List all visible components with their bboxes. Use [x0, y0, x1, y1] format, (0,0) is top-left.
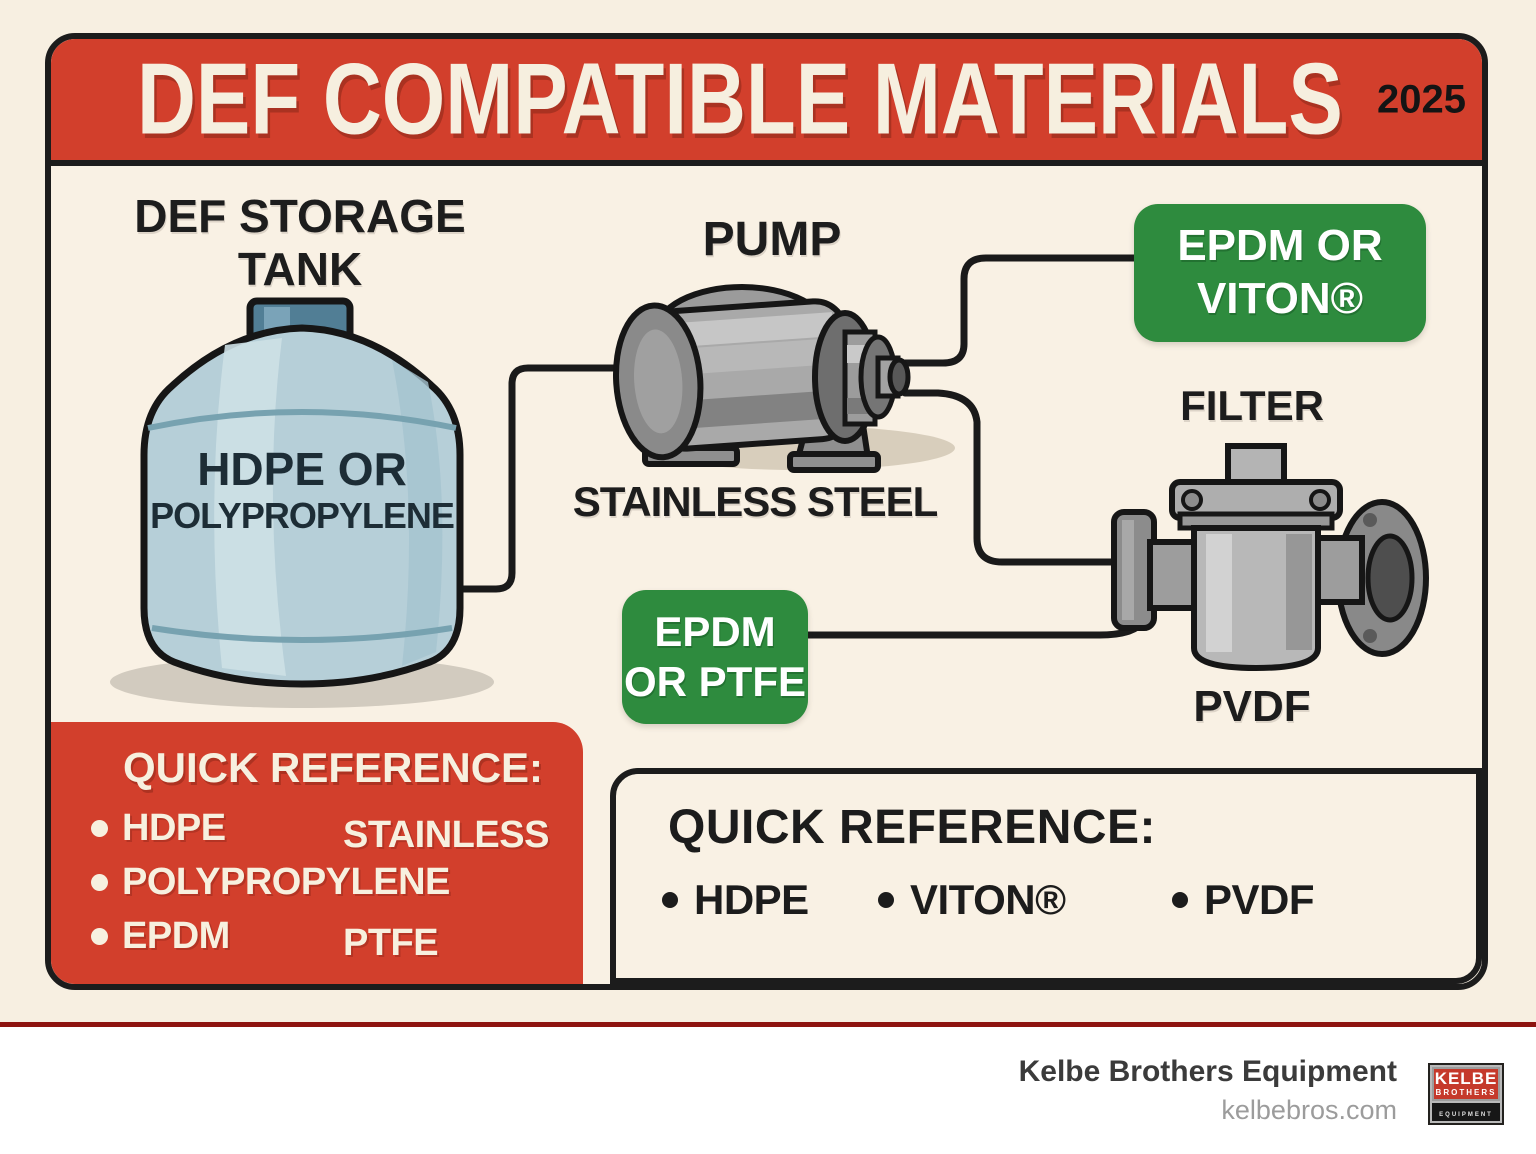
brand-logo-line1: KELBE [1434, 1069, 1498, 1088]
filter-material-label: PVDF [1193, 682, 1311, 731]
material-name: PVDF [1204, 876, 1315, 923]
material-name: HDPE [694, 876, 809, 923]
brand-logo-line3: EQUIPMENT [1439, 1112, 1493, 1119]
material-name: EPDM [122, 914, 230, 957]
material-name: VITON® [910, 876, 1066, 923]
list-item: EPDM [91, 914, 230, 958]
brand-logo: KELBE BROTHERS EQUIPMENT [1428, 1063, 1504, 1126]
material-badge-filter-seals: EPDM OR PTFE [622, 590, 808, 724]
tank-material-line1: HDPE OR [197, 443, 407, 495]
list-item: VITON® [878, 876, 1066, 923]
pump-material-label: STAINLESS STEEL [572, 478, 939, 525]
year-badge: 2025 [1377, 77, 1466, 121]
filter-heading: FILTER [1180, 382, 1324, 429]
footer: Kelbe Brothers Equipment kelbebros.com K… [0, 1022, 1536, 1154]
tank-heading: DEF STORAGE TANK [134, 190, 466, 295]
tank-material-line2: POLYPROPYLENE [150, 494, 455, 536]
material-name: HDPE [122, 806, 226, 849]
bullet-dot-icon [662, 892, 678, 908]
badge-line1: EPDM OR [1177, 221, 1383, 271]
bullet-dot-icon [91, 873, 108, 891]
badge-line2: VITON® [1196, 274, 1364, 323]
badge-line1: EPDM [654, 607, 776, 655]
quick-reference-left-title: QUICK REFERENCE: [123, 744, 544, 791]
bullet-dot-icon [91, 819, 108, 837]
brand-logo-red-panel: KELBE BROTHERS [1432, 1067, 1500, 1102]
quick-reference-bottom-title: QUICK REFERENCE: [668, 801, 1157, 854]
brand-logo-black-bar: EQUIPMENT [1432, 1103, 1500, 1122]
quick-reference-panel-bottom: QUICK REFERENCE: HDPE VITON® PVDF [610, 768, 1482, 984]
list-item: HDPE [91, 806, 226, 850]
pump-heading: PUMP [702, 213, 842, 266]
brand-logo-line2: BROTHERS [1435, 1087, 1497, 1097]
material-name: PTFE [343, 922, 439, 964]
material-badge-pump-seals: EPDM OR VITON® [1134, 204, 1426, 342]
tank-material-label: HDPE OR POLYPROPYLENE [148, 443, 456, 536]
list-item: PVDF [1172, 876, 1315, 923]
bullet-dot-icon [878, 892, 894, 908]
list-item: POLYPROPYLENE [91, 860, 450, 904]
badge-line2: OR PTFE [623, 658, 806, 705]
quick-reference-panel-left: QUICK REFERENCE: HDPE STAINLESS POLYPROP… [51, 722, 583, 984]
material-name: STAINLESS [343, 814, 549, 856]
list-item: HDPE [662, 876, 809, 923]
card-header: DEF COMPATIBLE MATERIALS 2025 [51, 39, 1482, 166]
page-title: DEF COMPATIBLE MATERIALS [137, 42, 1343, 156]
material-name: POLYPROPYLENE [122, 860, 450, 903]
bullet-dot-icon [1172, 892, 1188, 908]
website-url: kelbebros.com [1221, 1095, 1397, 1125]
company-name: Kelbe Brothers Equipment [1018, 1055, 1397, 1088]
poster: DEF COMPATIBLE MATERIALS 2025 QUICK REFE… [0, 0, 1536, 1022]
bullet-dot-icon [91, 927, 108, 945]
